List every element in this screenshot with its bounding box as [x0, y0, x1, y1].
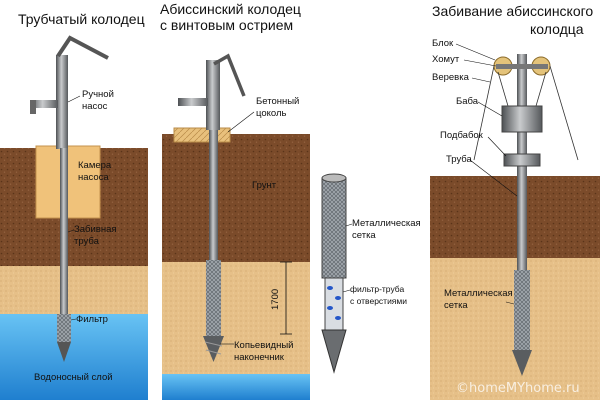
label-pump-1: Ручной — [82, 89, 114, 100]
hand-pump-body — [206, 60, 220, 130]
pipe-tip — [512, 350, 532, 376]
panel1-title: Трубчатый колодец — [18, 11, 145, 27]
aquifer-layer — [162, 374, 310, 400]
panel2-title-1: Абиссинский колодец — [160, 1, 301, 17]
pump-spout — [30, 100, 58, 108]
clamp — [496, 64, 548, 69]
soil-layer — [162, 134, 310, 262]
label-tip-2: наконечник — [234, 352, 285, 363]
hand-pump-body — [56, 55, 68, 149]
spout-mouth — [30, 100, 36, 114]
mesh-section — [514, 270, 530, 350]
label-chamber-2: насоса — [78, 172, 109, 183]
perforated-pipe — [324, 277, 344, 331]
driven-pipe — [517, 54, 527, 350]
panel4-title-2: колодца — [530, 21, 584, 37]
label-aquifer: Водоносный слой — [34, 372, 113, 383]
label-mesh3-2: сетка — [352, 230, 376, 241]
watermark: ©homeMYhome.ru — [456, 381, 580, 396]
label-mesh4-1: Металлическая — [444, 288, 513, 299]
label-filterpipe-2: с отверстиями — [350, 296, 407, 306]
sand-layer — [0, 266, 148, 314]
perforations — [327, 286, 341, 320]
label-ram: Баба — [456, 96, 479, 107]
label-pipe: Труба — [446, 154, 473, 165]
label-rope: Веревка — [432, 72, 470, 83]
label-anvil: Подбабок — [440, 130, 484, 141]
filter-section — [57, 314, 71, 342]
panel2-title-2: с винтовым острием — [160, 17, 293, 33]
ram-weight — [501, 105, 543, 133]
filter-tip — [321, 329, 347, 374]
label-concrete-1: Бетонный — [256, 96, 299, 107]
label-soil: Грунт — [252, 180, 277, 191]
label-chamber-1: Камера — [78, 160, 112, 171]
soil-layer — [430, 176, 600, 258]
label-pipe-1: Забивная — [74, 224, 117, 235]
pump-handle — [213, 53, 246, 97]
panel4-title-1: Забивание абиссинского — [432, 3, 593, 19]
panel-driving-well: Забивание абиссинского колодца Блок Хомут… — [430, 3, 600, 400]
label-pump-2: насос — [82, 101, 108, 112]
mesh-cylinder — [321, 177, 347, 279]
driven-pipe — [60, 148, 68, 314]
label-mesh4-2: сетка — [444, 300, 468, 311]
sand-layer — [162, 262, 310, 374]
label-mesh3-1: Металлическая — [352, 218, 421, 229]
label-tip-1: Копьевидный — [234, 340, 293, 351]
depth-value: 1700 — [270, 289, 281, 310]
screw-thread — [204, 341, 223, 355]
mesh-section — [206, 260, 221, 336]
label-block: Блок — [432, 38, 454, 49]
driven-pipe — [209, 130, 218, 260]
aquifer-layer — [0, 314, 148, 400]
label-filter: Фильтр — [76, 314, 108, 325]
concrete-base — [173, 127, 231, 143]
anvil-block — [503, 153, 541, 167]
rope — [473, 65, 579, 161]
pipe-tip — [57, 342, 71, 362]
pump-handle — [56, 35, 109, 60]
label-concrete-2: цоколь — [256, 108, 286, 119]
label-filterpipe-1: фильтр-труба — [350, 284, 404, 294]
label-pipe-2: труба — [74, 236, 100, 247]
pump-spout — [178, 98, 208, 106]
label-clamp: Хомут — [432, 54, 460, 65]
